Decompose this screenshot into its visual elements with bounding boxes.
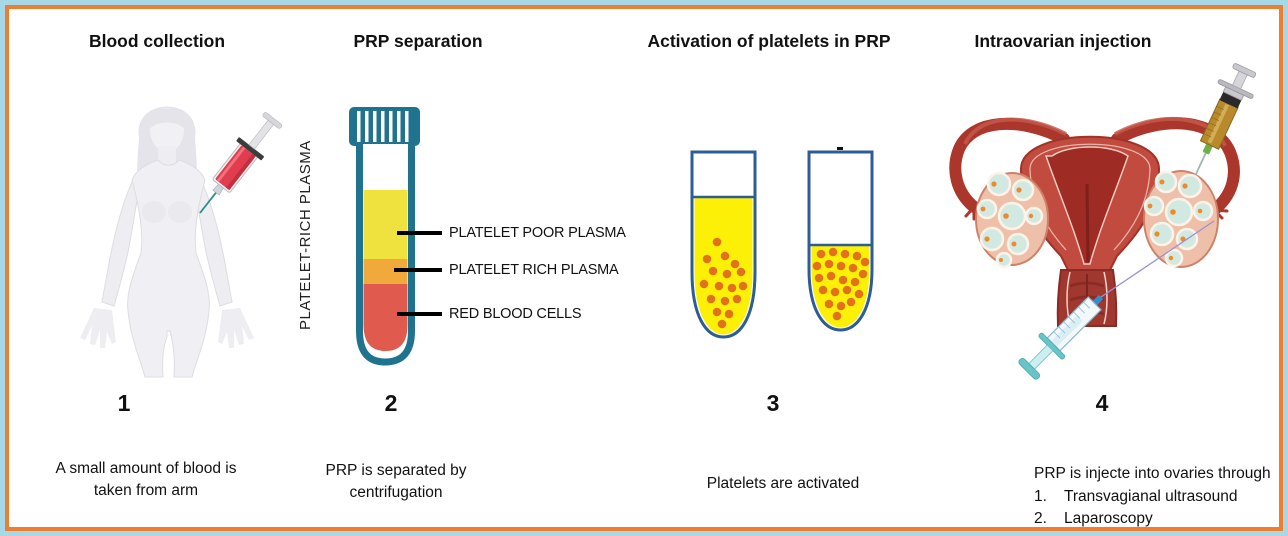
diagram-canvas: Blood collection PRP separation Activati… (5, 5, 1283, 531)
activated-tubes-icon (690, 147, 874, 339)
layer-label-rbc: RED BLOOD CELLS (449, 306, 582, 322)
step1-caption: A small amount of blood is taken from ar… (55, 460, 237, 499)
transvaginal-syringe-icon (1018, 220, 1215, 380)
step2-title: PRP separation (353, 31, 483, 51)
step4-caption: PRP is injecte into ovaries through 1. T… (1034, 463, 1271, 527)
ovary-left-icon (975, 171, 1049, 269)
prp-syringe-icon (1195, 63, 1257, 175)
prp-tube-icon (349, 107, 442, 366)
uterus-icon (949, 63, 1257, 380)
step3-caption: Platelets are activated (706, 475, 860, 492)
step4-caption-intro: PRP is injecte into ovaries through (1034, 465, 1271, 482)
step3-title: Activation of platelets in PRP (647, 31, 891, 51)
step2-number: 2 (384, 390, 398, 416)
method-row-2: 2. Laparoscopy (1034, 508, 1271, 527)
step4-title: Intraovarian injection (974, 31, 1152, 51)
method-row-1: 1. Transvagianal ultrasound (1034, 486, 1271, 509)
step1-title: Blood collection (88, 31, 226, 51)
method-1-number: 1. (1034, 487, 1047, 505)
ovary-right-icon (1143, 170, 1219, 268)
activated-tube-right-icon (807, 147, 874, 332)
activated-tube-left-icon (690, 150, 757, 339)
blood-syringe-icon (199, 112, 283, 214)
method-2-number: 2. (1034, 510, 1047, 527)
step3-number: 3 (766, 390, 780, 416)
layer-label-ppp: PLATELET POOR PLASMA (449, 225, 626, 241)
step2-caption: PRP is separated by centrifugation (325, 462, 467, 501)
layer-label-prp: PLATELET RICH PLASMA (449, 262, 619, 278)
method-2-label: Laparoscopy (1064, 510, 1153, 527)
woman-figure-icon (80, 106, 283, 378)
method-1-label: Transvagianal ultrasound (1064, 487, 1238, 505)
step1-number: 1 (117, 390, 131, 416)
step4-number: 4 (1095, 390, 1109, 416)
